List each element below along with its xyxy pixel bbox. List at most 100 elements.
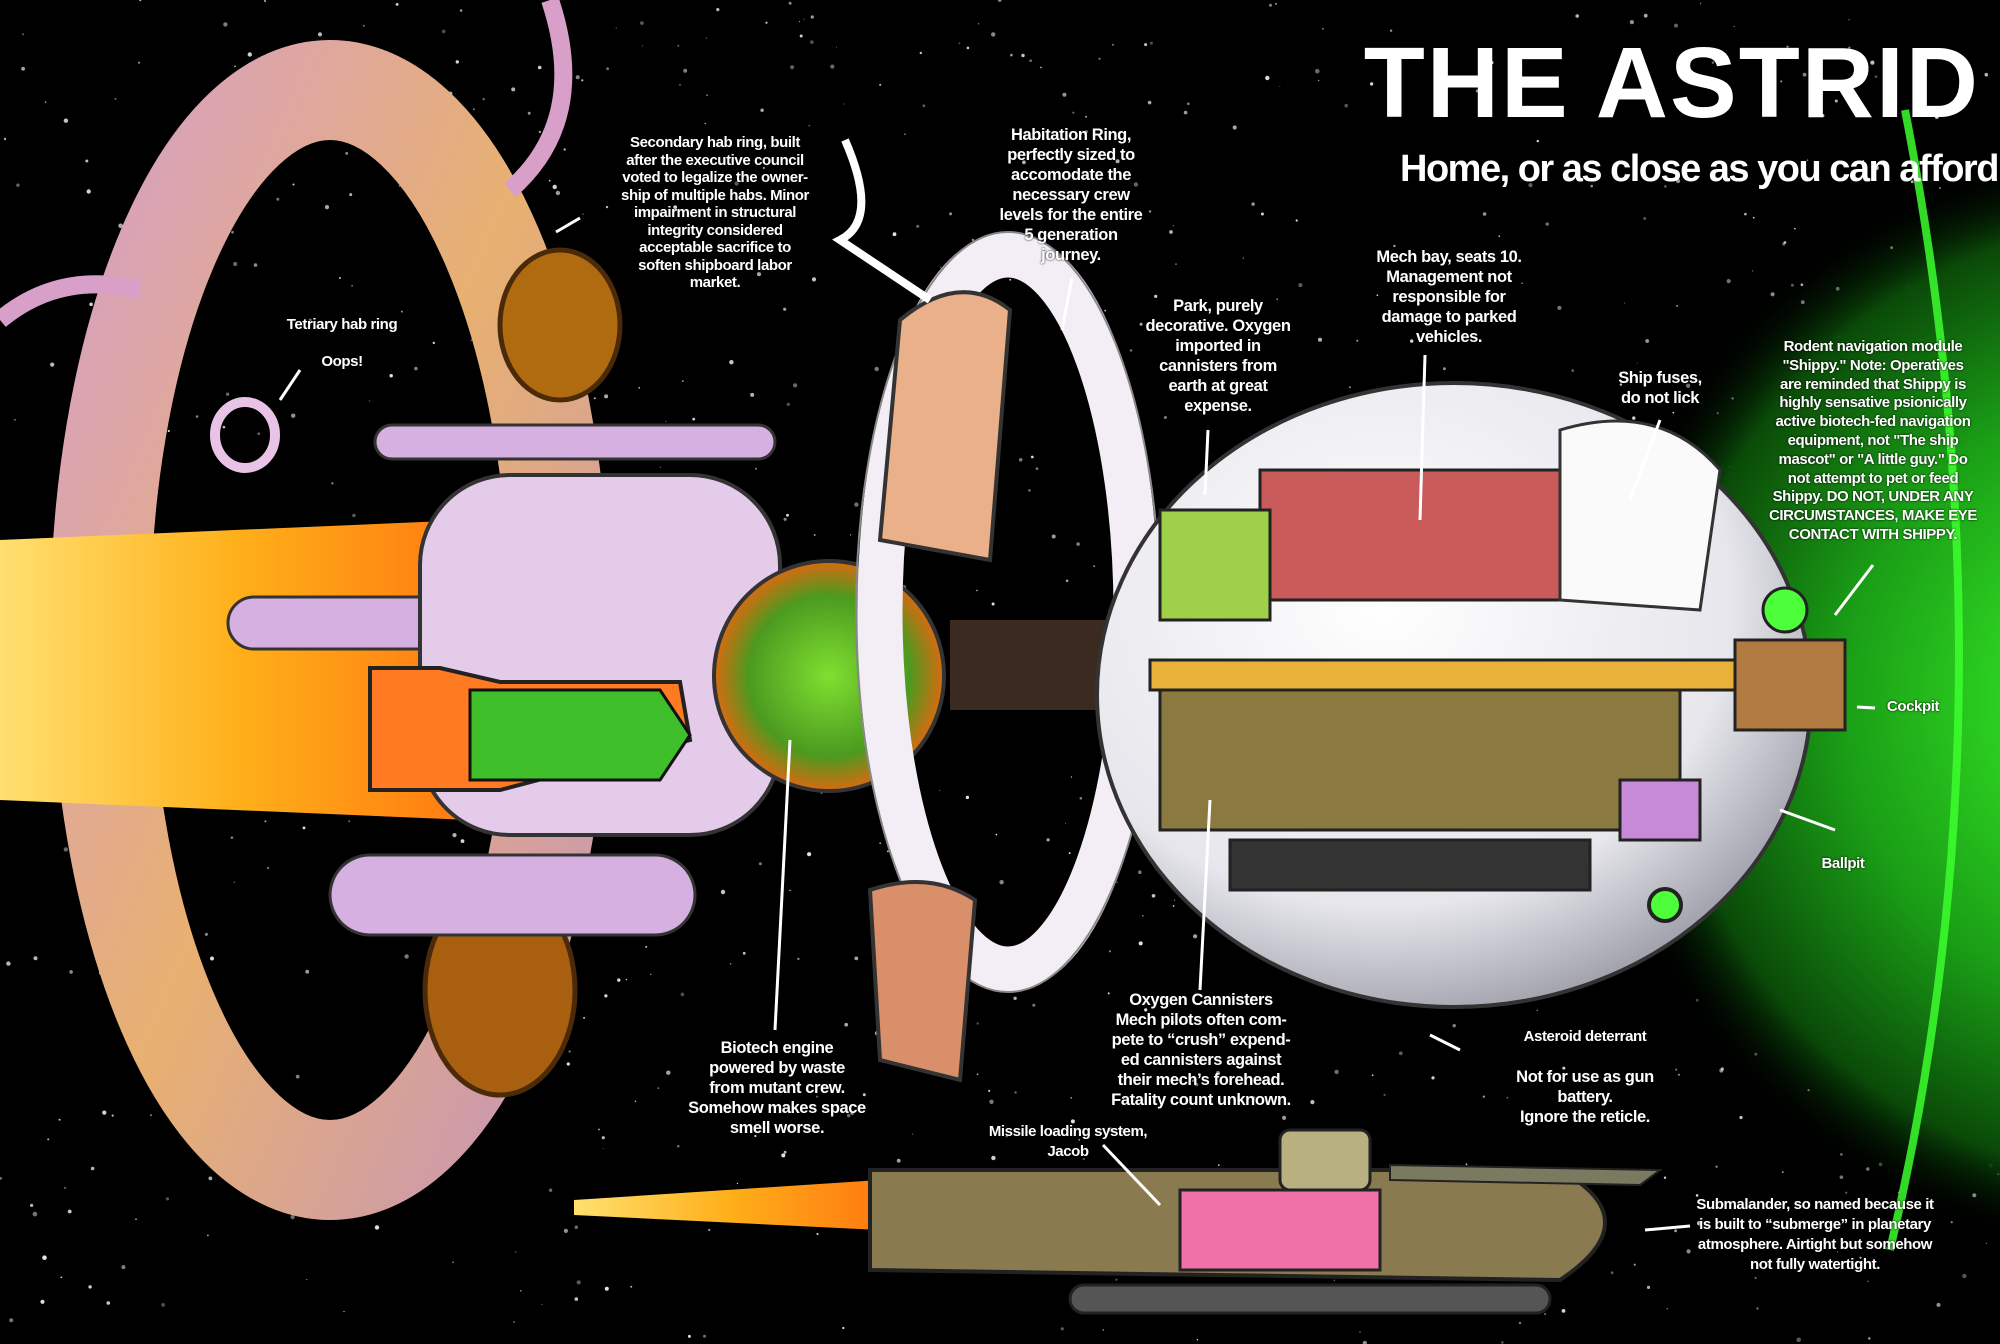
star	[1172, 225, 1175, 227]
star	[264, 820, 267, 823]
star	[756, 272, 762, 277]
star	[843, 103, 845, 105]
star	[1078, 1138, 1081, 1141]
star	[971, 238, 975, 242]
star	[1636, 362, 1638, 364]
star	[1014, 1091, 1017, 1094]
star	[1276, 1053, 1280, 1056]
star	[754, 1134, 757, 1138]
star	[102, 1110, 107, 1115]
star	[44, 101, 47, 103]
star	[1646, 1285, 1651, 1289]
star	[1465, 1163, 1468, 1166]
star	[1279, 85, 1281, 87]
star	[816, 1232, 819, 1236]
star	[470, 339, 472, 341]
star	[1139, 322, 1143, 326]
star	[1676, 305, 1679, 307]
star	[266, 866, 270, 870]
star	[657, 1087, 660, 1090]
star	[1070, 1096, 1073, 1099]
star	[837, 1069, 840, 1072]
star	[1859, 1256, 1862, 1259]
star	[1031, 234, 1033, 236]
star	[830, 64, 835, 69]
star	[555, 190, 561, 196]
star	[729, 360, 734, 365]
star	[854, 956, 859, 961]
star	[999, 880, 1004, 885]
star	[976, 589, 978, 592]
star	[1193, 934, 1198, 939]
engine-strut	[373, 423, 777, 461]
star	[1782, 1171, 1784, 1173]
star	[538, 130, 542, 134]
star	[1867, 1280, 1869, 1282]
star	[1733, 25, 1735, 27]
star	[1786, 45, 1789, 48]
star	[1318, 337, 1322, 342]
star	[1232, 125, 1237, 130]
star	[568, 1050, 571, 1053]
star	[606, 67, 609, 71]
star	[1046, 838, 1050, 842]
star	[1715, 1165, 1718, 1168]
star	[1040, 66, 1042, 69]
star	[1065, 579, 1069, 583]
biotech-reactor-core	[468, 688, 692, 782]
star	[788, 1, 792, 5]
page-title: THE ASTRID	[1363, 27, 1980, 139]
star	[305, 969, 310, 974]
star	[1076, 542, 1080, 546]
star	[89, 302, 93, 307]
star	[650, 973, 652, 975]
star	[374, 1225, 380, 1230]
star	[21, 66, 25, 71]
star	[842, 1326, 845, 1330]
star	[1528, 183, 1533, 188]
star	[537, 65, 542, 70]
star	[762, 166, 766, 169]
star	[368, 400, 371, 402]
star	[1200, 1058, 1204, 1062]
star	[1085, 115, 1088, 118]
star	[459, 9, 463, 12]
star	[290, 1215, 295, 1220]
star	[1376, 294, 1379, 297]
star	[1275, 3, 1277, 5]
star	[1506, 1096, 1509, 1099]
star	[1051, 534, 1056, 539]
star	[32, 1211, 38, 1217]
star	[1022, 160, 1026, 165]
habitation-ring-cutaway	[867, 880, 978, 1083]
label-submalander: Submalander, so named because it is buil…	[1696, 1196, 1934, 1273]
star	[317, 32, 323, 37]
star	[1266, 995, 1269, 999]
star	[604, 394, 609, 399]
star	[835, 46, 837, 48]
star	[916, 224, 920, 228]
star	[1839, 1175, 1844, 1179]
star	[1936, 1302, 1941, 1307]
missile-bay	[1228, 838, 1592, 892]
star	[574, 1297, 579, 1301]
star	[276, 197, 280, 201]
star	[1282, 1115, 1287, 1120]
star	[452, 1261, 454, 1263]
label-park: Park, purely decorative. Oxygen imported…	[1145, 297, 1291, 415]
star	[679, 83, 681, 86]
star	[138, 61, 141, 64]
label-ship-fuses: Ship fuses, do not lick	[1618, 369, 1702, 407]
star	[1498, 235, 1500, 237]
star	[1310, 1100, 1315, 1105]
star	[1265, 75, 1270, 81]
star	[195, 415, 199, 418]
star	[976, 1073, 979, 1076]
star	[879, 83, 882, 86]
star	[225, 392, 230, 396]
star	[345, 151, 349, 155]
star	[1623, 302, 1625, 304]
star	[349, 193, 353, 197]
star	[114, 97, 117, 100]
star	[810, 15, 814, 19]
